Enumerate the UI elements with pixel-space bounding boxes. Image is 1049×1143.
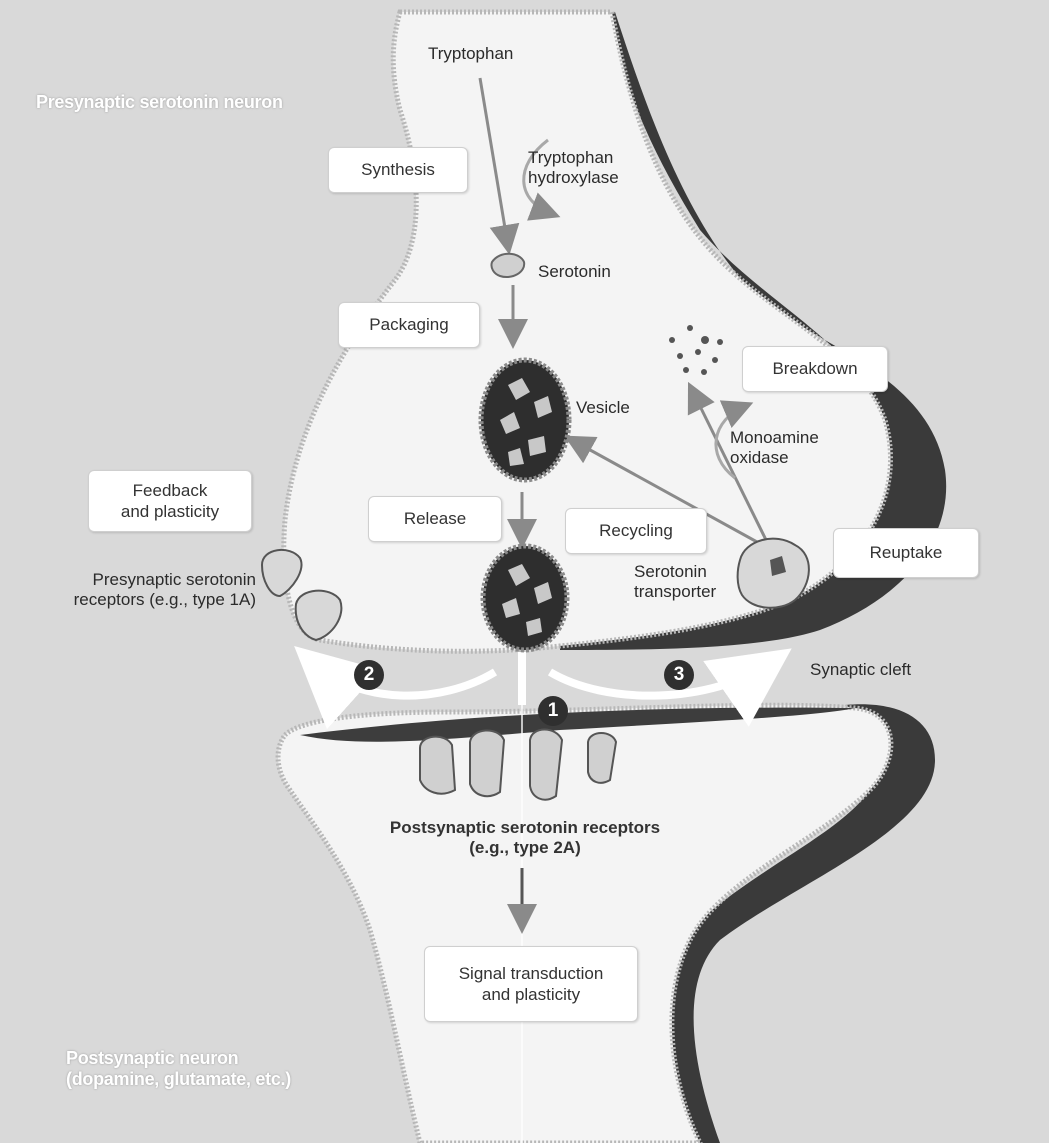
- presynaptic-region-label: Presynaptic serotonin neuron: [36, 92, 283, 113]
- step-feedback-box: Feedback and plasticity: [88, 470, 252, 532]
- serotonin-molecule: [491, 254, 524, 277]
- label-monoamine-oxidase: Monoamine oxidase: [730, 428, 819, 469]
- label-tryptophan-hydroxylase: Tryptophan hydroxylase: [528, 148, 619, 189]
- pathway-marker-3: 3: [664, 660, 694, 690]
- pathway-marker-2: 2: [354, 660, 384, 690]
- label-postsynaptic-receptors: Postsynaptic serotonin receptors (e.g., …: [366, 818, 684, 859]
- label-synaptic-cleft: Synaptic cleft: [810, 660, 911, 680]
- step-recycling-box: Recycling: [565, 508, 707, 554]
- step-release-box: Release: [368, 496, 502, 542]
- step-reuptake-box: Reuptake: [833, 528, 979, 578]
- step-signal-box: Signal transduction and plasticity: [424, 946, 638, 1022]
- step-packaging-box: Packaging: [338, 302, 480, 348]
- step-synthesis-box: Synthesis: [328, 147, 468, 193]
- pathway-marker-1: 1: [538, 696, 568, 726]
- vesicle-packaged: [481, 360, 569, 480]
- vesicle-releasing: [483, 546, 567, 650]
- postsynaptic-region-label: Postsynaptic neuron (dopamine, glutamate…: [66, 1048, 291, 1089]
- label-serotonin-transporter: Serotonin transporter: [634, 562, 716, 603]
- label-tryptophan: Tryptophan: [428, 44, 513, 64]
- label-vesicle: Vesicle: [576, 398, 630, 418]
- serotonin-transporter: [738, 539, 809, 608]
- label-presynaptic-receptors: Presynaptic serotonin receptors (e.g., t…: [20, 570, 256, 611]
- step-breakdown-box: Breakdown: [742, 346, 888, 392]
- label-serotonin: Serotonin: [538, 262, 611, 282]
